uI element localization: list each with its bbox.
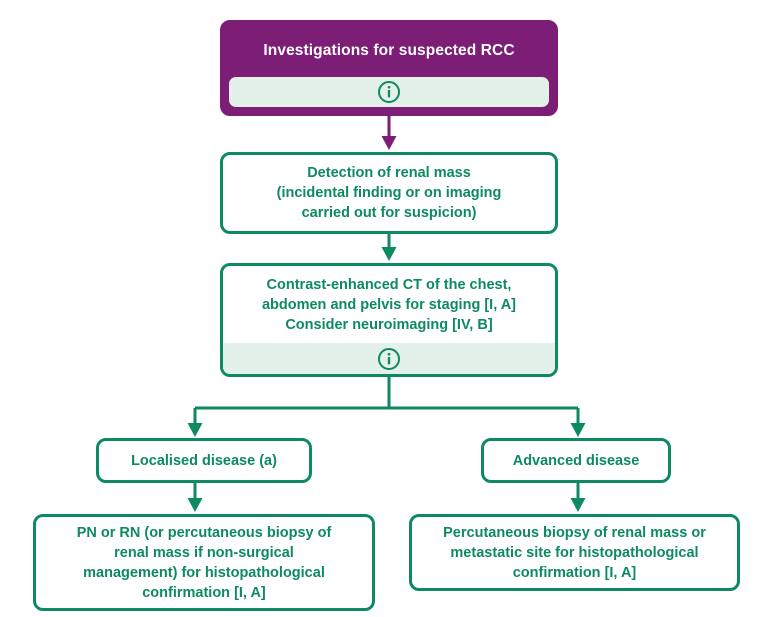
node-contrast-enhanced-ct-staging: Contrast-enhanced CT of the chest, abdom… <box>220 263 558 377</box>
header-info-strip[interactable] <box>229 77 549 107</box>
info-icon[interactable] <box>377 347 401 371</box>
node-staging-label: Contrast-enhanced CT of the chest, abdom… <box>261 276 517 333</box>
node-localised-label: Localised disease (a) <box>131 452 277 469</box>
connector-localised-to-management <box>187 482 203 512</box>
node-detection-of-renal-mass: Detection of renal mass (incidental find… <box>220 152 558 234</box>
node-detection-label: Detection of renal mass (incidental find… <box>276 165 502 221</box>
connector-advanced-to-management <box>570 482 586 512</box>
node-localised-body: Localised disease (a) <box>99 441 309 480</box>
node-detection-body: Detection of renal mass (incidental find… <box>223 155 555 231</box>
connector-staging-split <box>187 376 586 437</box>
connector-detection-to-staging <box>381 233 397 261</box>
node-advanced-disease: Advanced disease <box>481 438 671 483</box>
node-localised-disease: Localised disease (a) <box>96 438 312 483</box>
node-staging-body: Contrast-enhanced CT of the chest, abdom… <box>223 266 555 343</box>
node-localised-management-label: PN or RN (or percutaneous biopsy of rena… <box>76 525 332 601</box>
node-localised-management-body: PN or RN (or percutaneous biopsy of rena… <box>36 517 372 608</box>
node-header-investigations: Investigations for suspected RCC <box>220 20 558 116</box>
node-advanced-body: Advanced disease <box>484 441 668 480</box>
node-advanced-management-label: Percutaneous biopsy of renal mass or met… <box>443 525 706 581</box>
node-localised-management: PN or RN (or percutaneous biopsy of rena… <box>33 514 375 611</box>
node-advanced-management: Percutaneous biopsy of renal mass or met… <box>409 514 740 591</box>
node-advanced-label: Advanced disease <box>512 452 640 469</box>
connector-header-to-detection <box>381 116 397 150</box>
staging-info-strip[interactable] <box>223 343 555 374</box>
node-advanced-management-body: Percutaneous biopsy of renal mass or met… <box>412 517 737 588</box>
page-title: Investigations for suspected RCC <box>263 42 515 59</box>
header-title-row: Investigations for suspected RCC <box>223 23 555 77</box>
info-icon[interactable] <box>377 80 401 104</box>
